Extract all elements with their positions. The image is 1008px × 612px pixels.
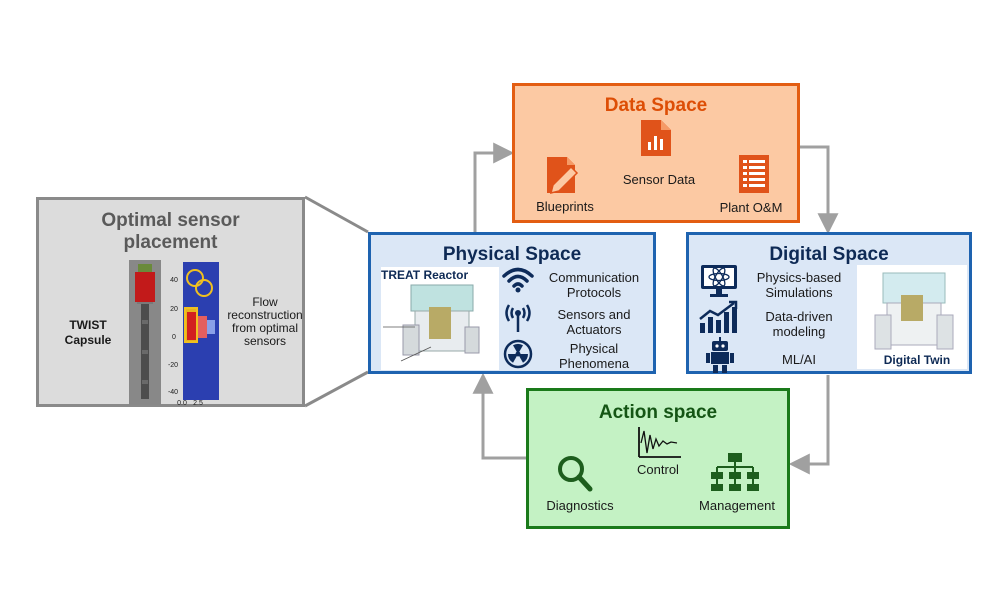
comm-line2: Protocols (566, 285, 622, 300)
digital-twin-label: Digital Twin (883, 353, 951, 367)
plant-om-icon (739, 155, 769, 193)
phenomena-line2: Phenomena (558, 356, 630, 371)
management-hierarchy-icon (711, 453, 759, 491)
x-tick-2-5: 2.5 (193, 400, 203, 407)
phenomena-line1: Physical (569, 341, 619, 356)
flow-label-line4: sensors (243, 334, 287, 348)
capsule-label-line2: Capsule (64, 333, 112, 347)
simulation-monitor-icon (701, 265, 737, 297)
physical-space-box: Physical Space TREAT Reactor Communicati… (368, 232, 656, 374)
trend-chart-icon (699, 300, 738, 333)
diagnostics-label: Diagnostics (546, 498, 614, 513)
sensors-line1: Sensors and (557, 307, 631, 322)
sensors-line2: Actuators (566, 322, 622, 337)
y-tick-0: 0 (172, 334, 176, 341)
flow-reconstruction-plot (183, 262, 219, 400)
action-space-box: Action space Control Diagnostics Managem… (526, 388, 790, 529)
flow-label-line1: Flow (252, 295, 278, 309)
dd-line1: Data-driven (765, 309, 833, 324)
wifi-icon (502, 267, 534, 293)
y-tick-40: 40 (170, 277, 178, 284)
digital-space-title: Digital Space (769, 244, 889, 265)
sensor-placement-box: Optimal sensor placement TWIST Capsule 4… (36, 197, 305, 407)
callout-line-top (304, 195, 369, 234)
sensor-data-icon (641, 120, 671, 156)
y-tick-minus-40: -40 (167, 389, 179, 396)
y-tick-minus-20: -20 (167, 362, 179, 369)
mlai-label: ML/AI (782, 352, 816, 367)
digital-twin-image (857, 265, 967, 369)
diagnostics-magnifier-icon (558, 456, 593, 492)
plant-om-label: Plant O&M (719, 200, 783, 215)
flow-label-line2: reconstruction (227, 308, 303, 322)
control-signal-icon (638, 427, 681, 458)
dd-line2: modeling (772, 324, 826, 339)
blueprints-label: Blueprints (536, 199, 594, 214)
control-label: Control (637, 462, 679, 477)
capsule-label-line1: TWIST (69, 318, 107, 332)
physical-space-title: Physical Space (442, 244, 582, 265)
arrow-digital-to-action (788, 375, 830, 475)
management-label: Management (699, 498, 775, 513)
sim-line2: Simulations (765, 285, 833, 300)
arrow-data-to-digital (800, 145, 839, 235)
callout-line-bottom (304, 370, 369, 408)
sensor-antenna-icon (505, 304, 531, 332)
blueprints-icon (547, 157, 579, 195)
sensor-placement-title-line1: Optimal sensor (101, 210, 240, 231)
arrow-action-to-physical (472, 372, 526, 460)
y-tick-20: 20 (170, 306, 178, 313)
treat-reactor-image (381, 267, 499, 370)
robot-icon (706, 337, 734, 373)
data-space-title: Data Space (604, 95, 708, 116)
comm-line1: Communication (548, 270, 640, 285)
x-tick-0: 0.0 (177, 400, 187, 407)
sensor-data-label: Sensor Data (622, 172, 696, 187)
radiation-icon (503, 339, 533, 369)
digital-space-box: Digital Space Physics-based Simulations … (686, 232, 972, 374)
flow-label-line3: from optimal (231, 321, 299, 335)
treat-reactor-label: TREAT Reactor (381, 268, 469, 282)
sim-line1: Physics-based (756, 270, 842, 285)
sensor-placement-title-line2: placement (123, 232, 218, 253)
action-space-title: Action space (598, 402, 718, 423)
twist-capsule-image (129, 260, 161, 405)
data-space-box: Data Space Blueprints Sensor Data Plant … (512, 83, 800, 223)
arrow-physical-to-data (473, 142, 515, 232)
